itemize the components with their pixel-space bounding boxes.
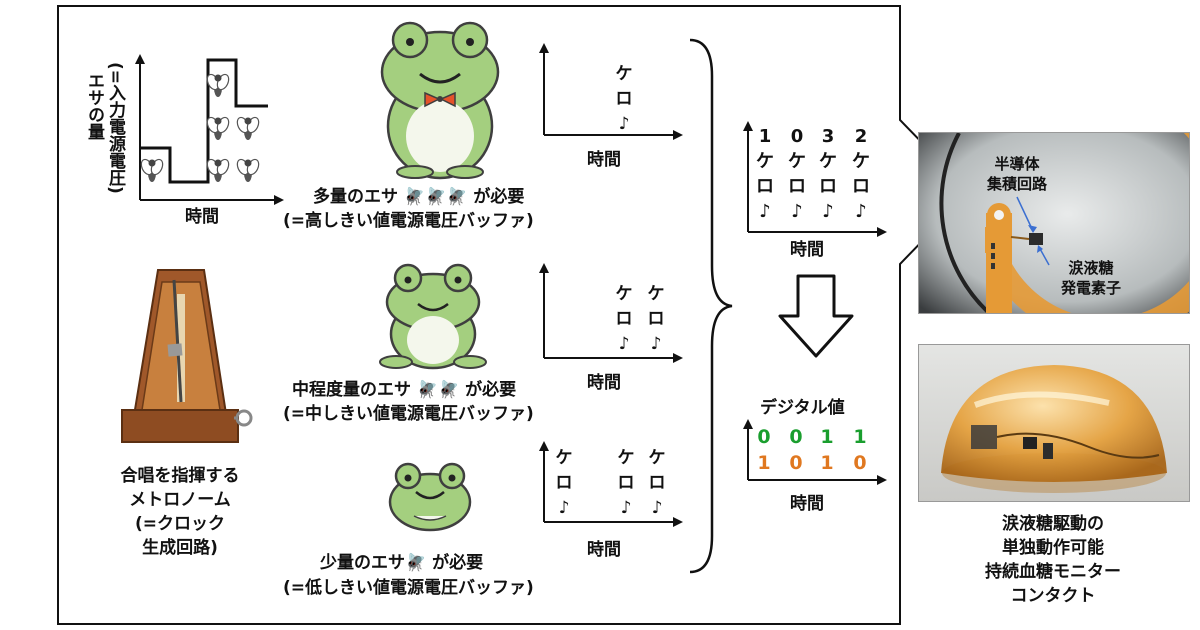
large-frog-icon [380, 21, 500, 180]
frog2-chart-xlabel: 時間 [587, 373, 621, 393]
frog2-signal-note-1: ♪ [618, 334, 630, 354]
digital-row1-bit-3: 1 [820, 426, 834, 448]
frog2-signal-ro-2: ロ [647, 309, 665, 329]
frog1-caption-sub: (=高しきい値電源電圧バッファ) [283, 211, 534, 231]
frog2-signal-ro-1: ロ [615, 309, 633, 329]
metronome-label-1: 合唱を指揮する [120, 466, 240, 486]
frog3-caption-sub: (=低しきい値電源電圧バッファ) [283, 578, 534, 598]
frog3-signal-ke-3: ケ [648, 448, 666, 468]
combined-ro-2: ロ [788, 176, 806, 197]
combined-ro-4: ロ [852, 176, 870, 197]
digital-row2-bit-2: 0 [789, 452, 803, 474]
frog3-signal-chart [539, 441, 683, 527]
frog3-signal-ro-3: ロ [648, 473, 666, 493]
combined-note-1: ♪ [759, 201, 771, 222]
medium-frog-icon [379, 263, 487, 370]
combined-ke-4: ケ [852, 151, 870, 172]
frog1-signal-chart [539, 43, 683, 140]
merge-brace [689, 38, 733, 574]
fly-icon [138, 157, 166, 183]
input-chart-xlabel: 時間 [185, 207, 219, 227]
small-frog-icon [388, 462, 472, 532]
digital-row1-bit-2: 0 [789, 426, 803, 448]
lens-caption-2: 単独動作可能 [1002, 538, 1104, 558]
circuit-photo: 半導体 集積回路 涙液糖 発電素子 [918, 132, 1190, 314]
frog2-signal-chart [539, 263, 683, 363]
input-chart-ylabel-sub: (=入力電源電圧) [105, 62, 125, 194]
digital-chart-xlabel: 時間 [790, 494, 824, 514]
frog2-signal-ke-2: ケ [647, 284, 665, 304]
frog1-signal-ke: ケ [615, 64, 633, 84]
circuit-label-generator-1: 涙液糖 [1068, 259, 1114, 277]
digital-row2-bit-3: 1 [820, 452, 834, 474]
combined-signal-chart [743, 121, 887, 237]
frog3-signal-ro-1: ロ [555, 473, 573, 493]
frog2-caption-sub: (=中しきい値電源電圧バッファ) [283, 404, 534, 424]
digital-row2-bit-4: 0 [853, 452, 867, 474]
combined-ke-3: ケ [819, 151, 837, 172]
frog1-caption: 多量のエサ 🪰🪰🪰 が必要 [313, 187, 525, 207]
combined-number-4: 2 [854, 126, 868, 147]
frog2-signal-ke-1: ケ [615, 284, 633, 304]
combined-number-2: 0 [790, 126, 804, 147]
combined-ro-1: ロ [756, 176, 774, 197]
combined-chart-xlabel: 時間 [790, 240, 824, 260]
metronome-icon [121, 269, 253, 443]
input-chart [135, 54, 284, 205]
circuit-label-ic-1: 半導体 [994, 155, 1040, 173]
down-arrow-icon [778, 274, 854, 358]
frog3-signal-note-3: ♪ [651, 498, 663, 518]
combined-ro-3: ロ [819, 176, 837, 197]
lens-caption-4: コンタクト [1010, 586, 1096, 606]
digital-row2-bit-1: 1 [757, 452, 771, 474]
lens-caption-1: 涙液糖駆動の [1002, 514, 1104, 534]
frog3-chart-xlabel: 時間 [587, 540, 621, 560]
combined-number-1: 1 [758, 126, 772, 147]
frog3-caption: 少量のエサ🪰 が必要 [320, 553, 484, 573]
lens-caption-3: 持続血糖モニター [985, 562, 1121, 582]
digital-row1-bit-4: 1 [853, 426, 867, 448]
digital-row1-bit-1: 0 [757, 426, 771, 448]
digital-chart [743, 419, 887, 485]
fly-icon [234, 115, 262, 141]
frog2-caption: 中程度量のエサ 🪰🪰 が必要 [292, 380, 517, 400]
frog3-signal-note-1: ♪ [558, 498, 570, 518]
circuit-label-ic-2: 集積回路 [986, 175, 1047, 193]
combined-note-2: ♪ [791, 201, 803, 222]
contact-lens-photo-image [919, 345, 1189, 501]
frog1-chart-xlabel: 時間 [587, 150, 621, 170]
frog3-signal-note-2: ♪ [620, 498, 632, 518]
metronome-label-3: (=クロック [134, 514, 225, 534]
frog1-signal-ro: ロ [615, 89, 633, 109]
input-chart-ylabel: エサの量 [84, 72, 104, 140]
digital-title: デジタル値 [760, 398, 845, 418]
combined-note-4: ♪ [855, 201, 867, 222]
contact-lens-photo [918, 344, 1190, 502]
combined-ke-1: ケ [756, 151, 774, 172]
combined-ke-2: ケ [788, 151, 806, 172]
metronome-label-2: メトロノーム [129, 490, 231, 510]
frog3-signal-ke-2: ケ [617, 448, 635, 468]
combined-note-3: ♪ [822, 201, 834, 222]
circuit-label-generator-2: 発電素子 [1060, 279, 1121, 297]
frog3-signal-ro-2: ロ [617, 473, 635, 493]
frog1-signal-note: ♪ [618, 114, 630, 134]
combined-number-3: 3 [821, 126, 835, 147]
frog3-signal-ke-1: ケ [555, 448, 573, 468]
circuit-photo-image [919, 133, 1189, 313]
metronome-label-4: 生成回路) [142, 538, 218, 558]
frog2-signal-note-2: ♪ [650, 334, 662, 354]
fly-icon [234, 157, 262, 183]
